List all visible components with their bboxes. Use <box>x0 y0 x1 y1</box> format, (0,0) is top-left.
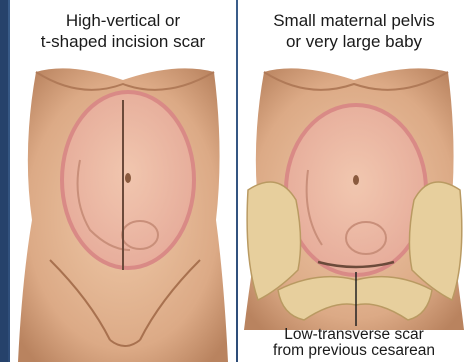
right-bottom-caption-line1: Low-transverse scar <box>238 327 470 343</box>
right-bottom-caption: Low-transverse scar from previous cesare… <box>238 327 470 359</box>
left-abdomen-illustration <box>10 0 236 362</box>
right-navel <box>353 175 359 185</box>
right-bottom-caption-line2: from previous cesarean <box>238 343 470 359</box>
slide-left-band <box>0 0 8 362</box>
right-panel: Small maternal pelvis or very large baby <box>238 0 470 362</box>
left-panel: High-vertical or t-shaped incision scar <box>10 0 236 362</box>
left-navel <box>125 173 131 183</box>
right-abdomen-illustration <box>238 0 470 362</box>
